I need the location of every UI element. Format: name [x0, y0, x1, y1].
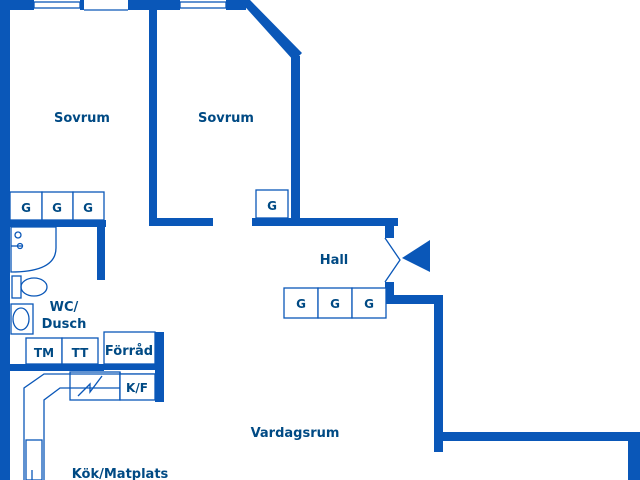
- wall-bedroom2-bottom-right: [252, 218, 398, 226]
- room-label-bedroom-1: Sovrum: [54, 111, 110, 126]
- wall-top-right: [226, 0, 246, 10]
- kitchen-counter: [23, 373, 160, 480]
- shower-head-icon: [14, 231, 22, 239]
- kitchen-window-icon: [77, 375, 103, 397]
- wall-top-mid: [80, 0, 84, 10]
- wall-bedroom2-angled: [239, 0, 302, 61]
- wall-living-right: [434, 295, 443, 452]
- room-label-bedroom-2: Sovrum: [198, 111, 254, 126]
- wardrobe-label: G: [296, 297, 306, 311]
- wall-storage-bottom: [104, 364, 162, 370]
- storage-box: [103, 331, 156, 365]
- wall-wc-top: [10, 220, 106, 227]
- dryer-box: [61, 337, 99, 365]
- wall-wc-bottom: [10, 364, 104, 371]
- wardrobe-box: [72, 191, 105, 221]
- wardrobe-box: [351, 287, 387, 319]
- wall-hall-right-upper: [385, 218, 394, 238]
- room-label-wc-line2: Dusch: [42, 317, 87, 332]
- shower-knob-icon: [16, 242, 24, 250]
- fridge-freezer-box: [119, 373, 156, 401]
- entrance-door-swing: [384, 237, 401, 283]
- fridge-freezer-label: K/F: [126, 381, 148, 395]
- shower-area: [10, 226, 57, 273]
- wall-hall-corner: [385, 295, 443, 304]
- wardrobe-box: [317, 287, 353, 319]
- window-bedroom1: [33, 1, 81, 9]
- fixtures: G G G G G G G TM TT K/F: [9, 189, 387, 401]
- entrance-arrow-icon: [402, 240, 430, 272]
- room-label-kitchen: Kök/Matplats: [72, 467, 169, 480]
- wall-wc-right: [97, 220, 105, 280]
- room-label-hall: Hall: [320, 253, 349, 268]
- toilet-bowl-icon: [20, 277, 48, 297]
- room-labels: Sovrum Sovrum Hall WC/ Dusch Förråd Vard…: [42, 111, 349, 480]
- wall-bedroom2-bottom-left: [149, 218, 213, 226]
- window-bedroom2: [179, 1, 227, 9]
- wall-bedroom-divider: [149, 0, 157, 226]
- room-label-wc-line1: WC/: [50, 300, 79, 315]
- wardrobe-label: G: [330, 297, 340, 311]
- details: [10, 1, 227, 480]
- sink-icon: [12, 307, 30, 331]
- wardrobe-box: [283, 287, 319, 319]
- wardrobe-label: G: [83, 201, 93, 215]
- toilet-tank: [11, 275, 22, 299]
- wall-left: [0, 0, 10, 480]
- wardrobe-box: [255, 189, 289, 219]
- room-label-storage: Förråd: [105, 344, 153, 359]
- kitchen-cabinet-left: [25, 439, 43, 480]
- wardrobe-label: G: [364, 297, 374, 311]
- washer-label: TM: [34, 346, 54, 360]
- wardrobe-box: [9, 191, 43, 221]
- wall-hall-right-lower: [385, 282, 394, 304]
- washer-box: [25, 337, 63, 365]
- sink-counter: [10, 303, 34, 335]
- wall-bedroom2-right: [291, 56, 300, 226]
- wardrobe-label: G: [52, 201, 62, 215]
- wall-top-left: [10, 0, 34, 10]
- entrance: [384, 237, 430, 283]
- wall-living-bottom: [434, 432, 640, 441]
- dryer-label: TT: [72, 346, 89, 360]
- wardrobe-label: G: [21, 201, 31, 215]
- wall-far-right: [628, 432, 640, 480]
- wardrobe-label: G: [267, 199, 277, 213]
- room-label-living: Vardagsrum: [251, 426, 340, 441]
- wardrobe-box: [41, 191, 74, 221]
